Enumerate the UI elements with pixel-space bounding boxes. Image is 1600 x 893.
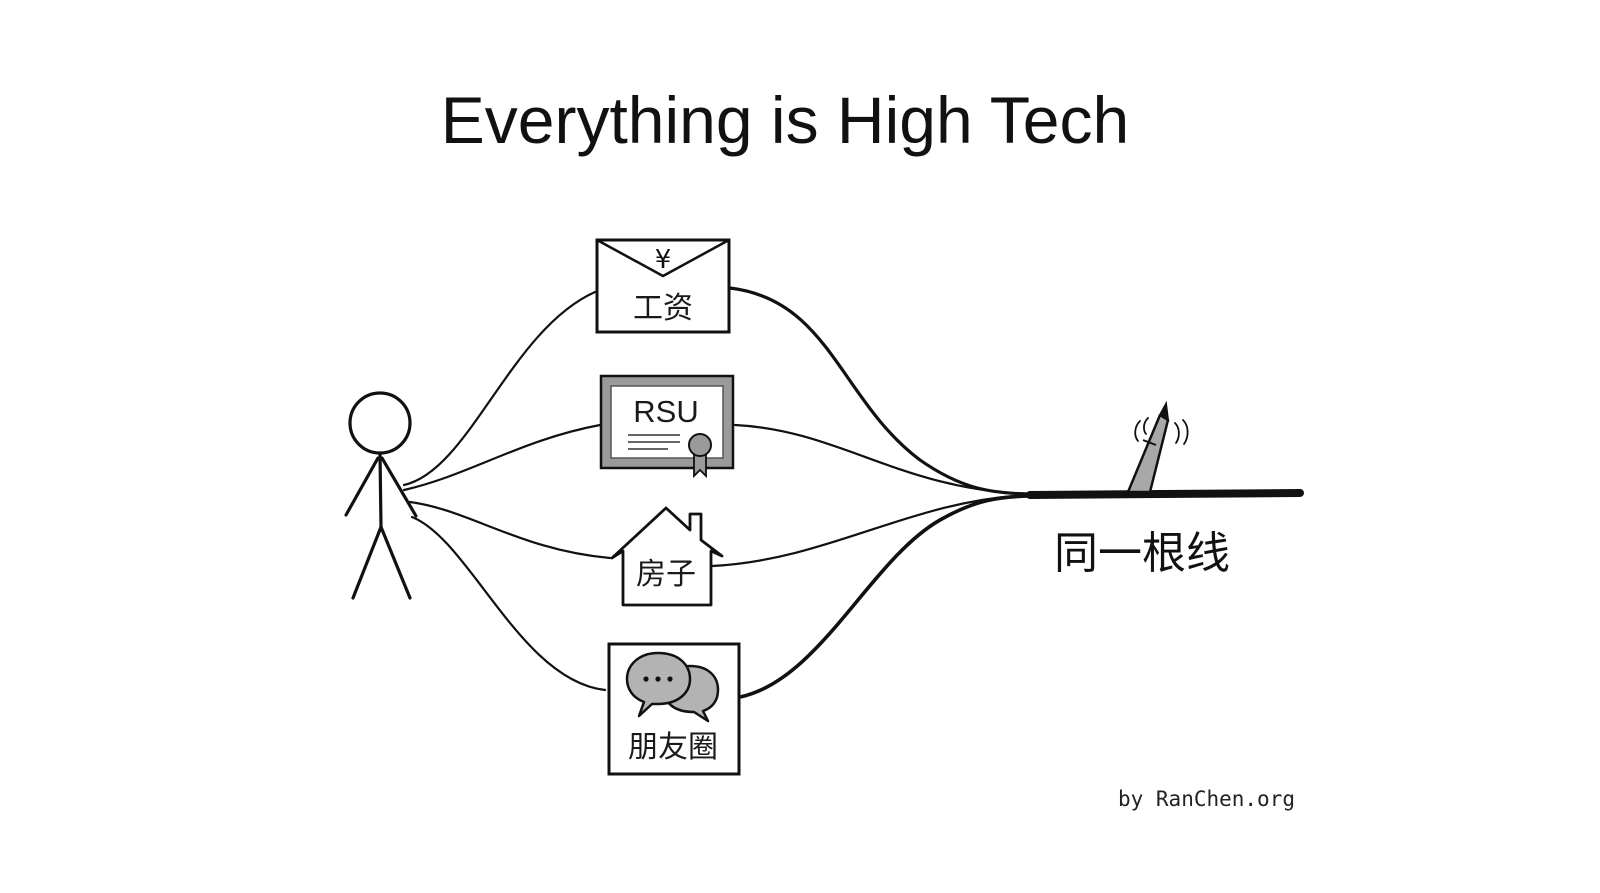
- moments-label: 朋友圈: [628, 730, 718, 765]
- merged-line-label: 同一根线: [1054, 528, 1230, 579]
- person-left-leg: [351, 525, 383, 600]
- diagram-title: Everything is High Tech: [441, 83, 1129, 157]
- house-icon: 房子: [610, 506, 724, 607]
- person-right-arm: [380, 456, 418, 518]
- yen-sign-icon: ¥: [655, 245, 672, 275]
- string-to-house: [408, 500, 612, 560]
- moments-card: 朋友圈: [607, 642, 741, 776]
- string-from-rsu: [733, 423, 1032, 496]
- strings-right: [710, 286, 1304, 699]
- certificate-seal-icon: [688, 433, 712, 479]
- string-from-moments: [738, 494, 1037, 699]
- strings-left: [402, 290, 612, 692]
- chat-bubbles-icon: [625, 651, 720, 723]
- salary-label: 工资: [633, 291, 693, 326]
- pen-icon: [1126, 400, 1170, 494]
- stick-figure-person: [344, 391, 418, 600]
- pen-vibration-marks: [1134, 417, 1189, 445]
- rsu-label: RSU: [633, 394, 698, 429]
- string-from-house: [710, 493, 1032, 568]
- string-to-salary: [402, 290, 597, 487]
- person-torso: [378, 451, 383, 529]
- house-label: 房子: [636, 557, 696, 592]
- string-to-moments: [410, 515, 607, 692]
- author-credit: by RanChen.org: [1118, 787, 1295, 811]
- merged-single-line: [1026, 489, 1304, 499]
- salary-envelope: ¥ 工资: [595, 238, 731, 334]
- person-left-arm: [344, 456, 380, 517]
- person-right-leg: [379, 525, 412, 600]
- string-to-rsu: [402, 423, 602, 492]
- rsu-certificate: RSU: [599, 374, 735, 479]
- person-head: [348, 391, 412, 455]
